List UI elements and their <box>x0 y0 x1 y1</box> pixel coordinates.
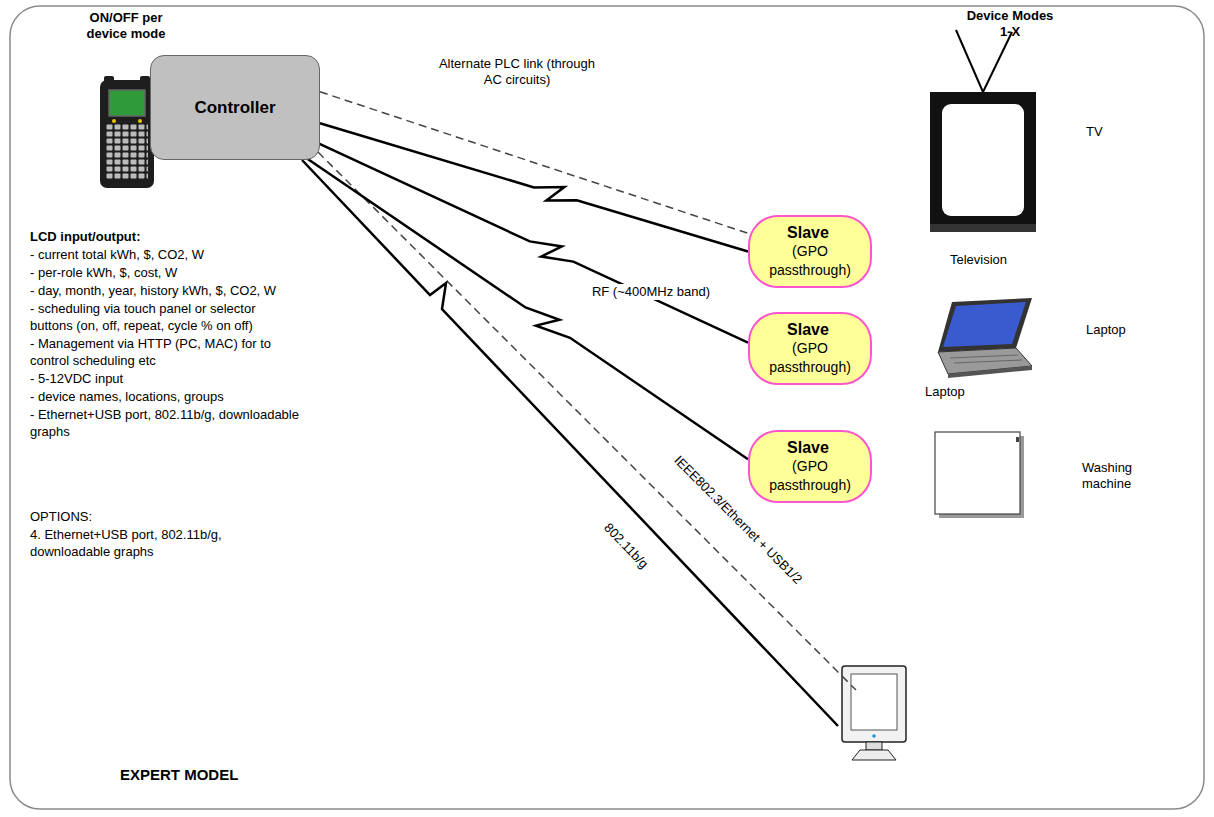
list-item: - day, month, year, history kWh, $, CO2,… <box>30 282 300 299</box>
slave-box: Slave(GPO passthrough) <box>748 312 872 385</box>
device-caption: Laptop <box>925 384 985 400</box>
rf-link <box>320 123 748 251</box>
mode-note: ON/OFF per device mode <box>80 10 172 42</box>
node-title: Slave <box>787 320 829 339</box>
modes-heading: Device Modes 1-X <box>960 8 1060 40</box>
controller-box: Controller <box>150 55 320 160</box>
slave-box: Slave(GPO passthrough) <box>748 430 872 503</box>
list-item: - scheduling via touch panel or selector… <box>30 300 300 334</box>
list-heading: LCD input/output: <box>30 228 300 245</box>
node-title: Controller <box>194 98 275 118</box>
node-title: Slave <box>787 223 829 242</box>
options-heading: OPTIONS: <box>30 508 300 525</box>
list-item: - device names, locations, groups <box>30 388 300 405</box>
feature-list: LCD input/output:- current total kWh, $,… <box>30 228 300 561</box>
list-item: - Management via HTTP (PC, MAC) for to c… <box>30 335 300 369</box>
rf-link <box>312 140 749 343</box>
link-label: Alternate PLC link (through AC circuits) <box>432 56 602 88</box>
node-title: Slave <box>787 438 829 457</box>
link-label: RF (~400MHz band) <box>586 284 716 300</box>
rf-link <box>303 156 748 459</box>
device-caption: Television <box>950 252 1040 268</box>
list-item: - Ethernet+USB port, 802.11b/g, download… <box>30 406 300 440</box>
device-name: Washing machine <box>1082 460 1162 492</box>
pc-icon <box>842 666 906 760</box>
node-note: (GPO passthrough) <box>758 339 862 377</box>
handheld-icon <box>100 76 154 188</box>
list-item: - current total kWh, $, CO2, W <box>30 246 300 263</box>
list-item: - 5-12VDC input <box>30 370 300 387</box>
device-name: Laptop <box>1086 322 1146 338</box>
device-name: TV <box>1086 124 1126 140</box>
tv-icon <box>930 30 1036 232</box>
model-name: EXPERT MODEL <box>120 766 260 784</box>
options-item: 4. Ethernet+USB port, 802.11b/g, downloa… <box>30 526 300 560</box>
laptop-icon <box>938 298 1032 378</box>
node-note: (GPO passthrough) <box>758 457 862 495</box>
washing-machine-icon <box>935 432 1024 518</box>
node-note: (GPO passthrough) <box>758 242 862 280</box>
list-item: - per-role kWh, $, cost, W <box>30 264 300 281</box>
slave-box: Slave(GPO passthrough) <box>748 215 872 288</box>
outer-frame <box>10 6 1204 809</box>
